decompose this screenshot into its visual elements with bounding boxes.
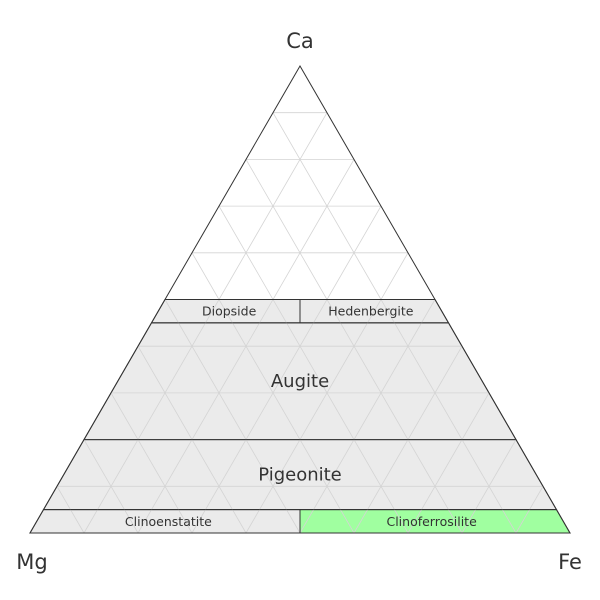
region-label-clinoferrosilite: Clinoferrosilite (386, 514, 477, 529)
grid-line-fe (299, 299, 436, 534)
grid-line-mg (83, 439, 139, 534)
region-label-augite: Augite (271, 371, 329, 392)
borders-layer (29, 65, 571, 534)
region-label-clinoenstatite: Clinoenstatite (125, 514, 212, 529)
vertex-label-mg: Mg (16, 550, 47, 574)
grid-line-mg (164, 299, 301, 534)
region-label-diopside: Diopside (202, 304, 257, 319)
region-label-pigeonite: Pigeonite (258, 465, 342, 486)
labels-layer: Diopside HedenbergiteAugitePigeoniteClino… (125, 304, 477, 529)
vertex-label-ca: Ca (286, 29, 314, 53)
regions-layer (29, 299, 571, 534)
grid-line-mg (218, 205, 409, 534)
grid-line-fe (461, 439, 517, 534)
grid-line-fe (191, 205, 382, 534)
region-label-hedenbergite: Hedenbergite (328, 304, 413, 319)
vertex-label-fe: Fe (558, 550, 582, 574)
